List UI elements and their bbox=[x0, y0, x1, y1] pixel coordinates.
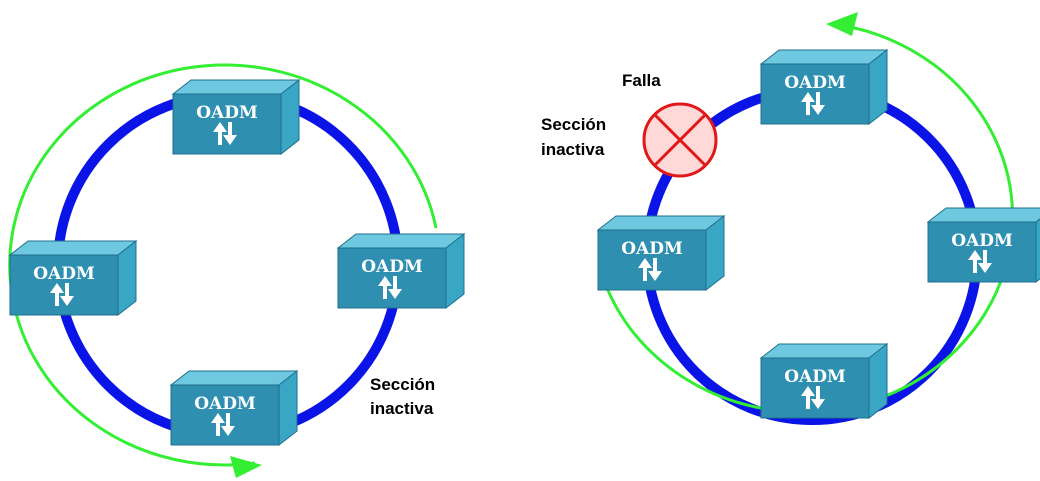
left-inactive-section-label-line1: Sección bbox=[370, 375, 435, 394]
right-inactive-section-label-line1: Sección bbox=[541, 115, 606, 134]
right-protection-path bbox=[603, 23, 1015, 414]
right-inactive-section-label-line2: inactiva bbox=[541, 140, 605, 159]
node-label: OADM bbox=[621, 239, 683, 259]
x-circle-icon bbox=[642, 102, 718, 178]
node-label: OADM bbox=[361, 257, 423, 277]
node-label: OADM bbox=[951, 231, 1013, 251]
node-label: OADM bbox=[194, 394, 256, 414]
right-node-left: OADM bbox=[597, 215, 725, 291]
left-protection-path bbox=[8, 63, 438, 467]
right-node-right: OADM bbox=[927, 207, 1040, 283]
node-label: OADM bbox=[784, 367, 846, 387]
right-ring-diagram: OADM OADM OADM OADM Falla Sección inacti… bbox=[541, 12, 1040, 425]
node-label: OADM bbox=[196, 103, 258, 123]
left-protection-arrowhead bbox=[230, 456, 262, 478]
left-inactive-section-label-line2: inactiva bbox=[370, 399, 434, 418]
right-protection-arrowhead bbox=[826, 12, 858, 36]
node-label: OADM bbox=[33, 264, 95, 284]
fault-label: Falla bbox=[622, 71, 661, 90]
left-node-right: OADM bbox=[337, 233, 465, 309]
left-ring-diagram: OADM OADM OADM OADM Sección inactiva bbox=[8, 63, 465, 478]
right-node-top: OADM bbox=[760, 49, 888, 125]
left-node-bottom: OADM bbox=[170, 370, 298, 446]
left-node-top: OADM bbox=[172, 79, 300, 155]
left-node-left: OADM bbox=[9, 240, 137, 316]
right-node-bottom: OADM bbox=[760, 343, 888, 419]
node-label: OADM bbox=[784, 73, 846, 93]
